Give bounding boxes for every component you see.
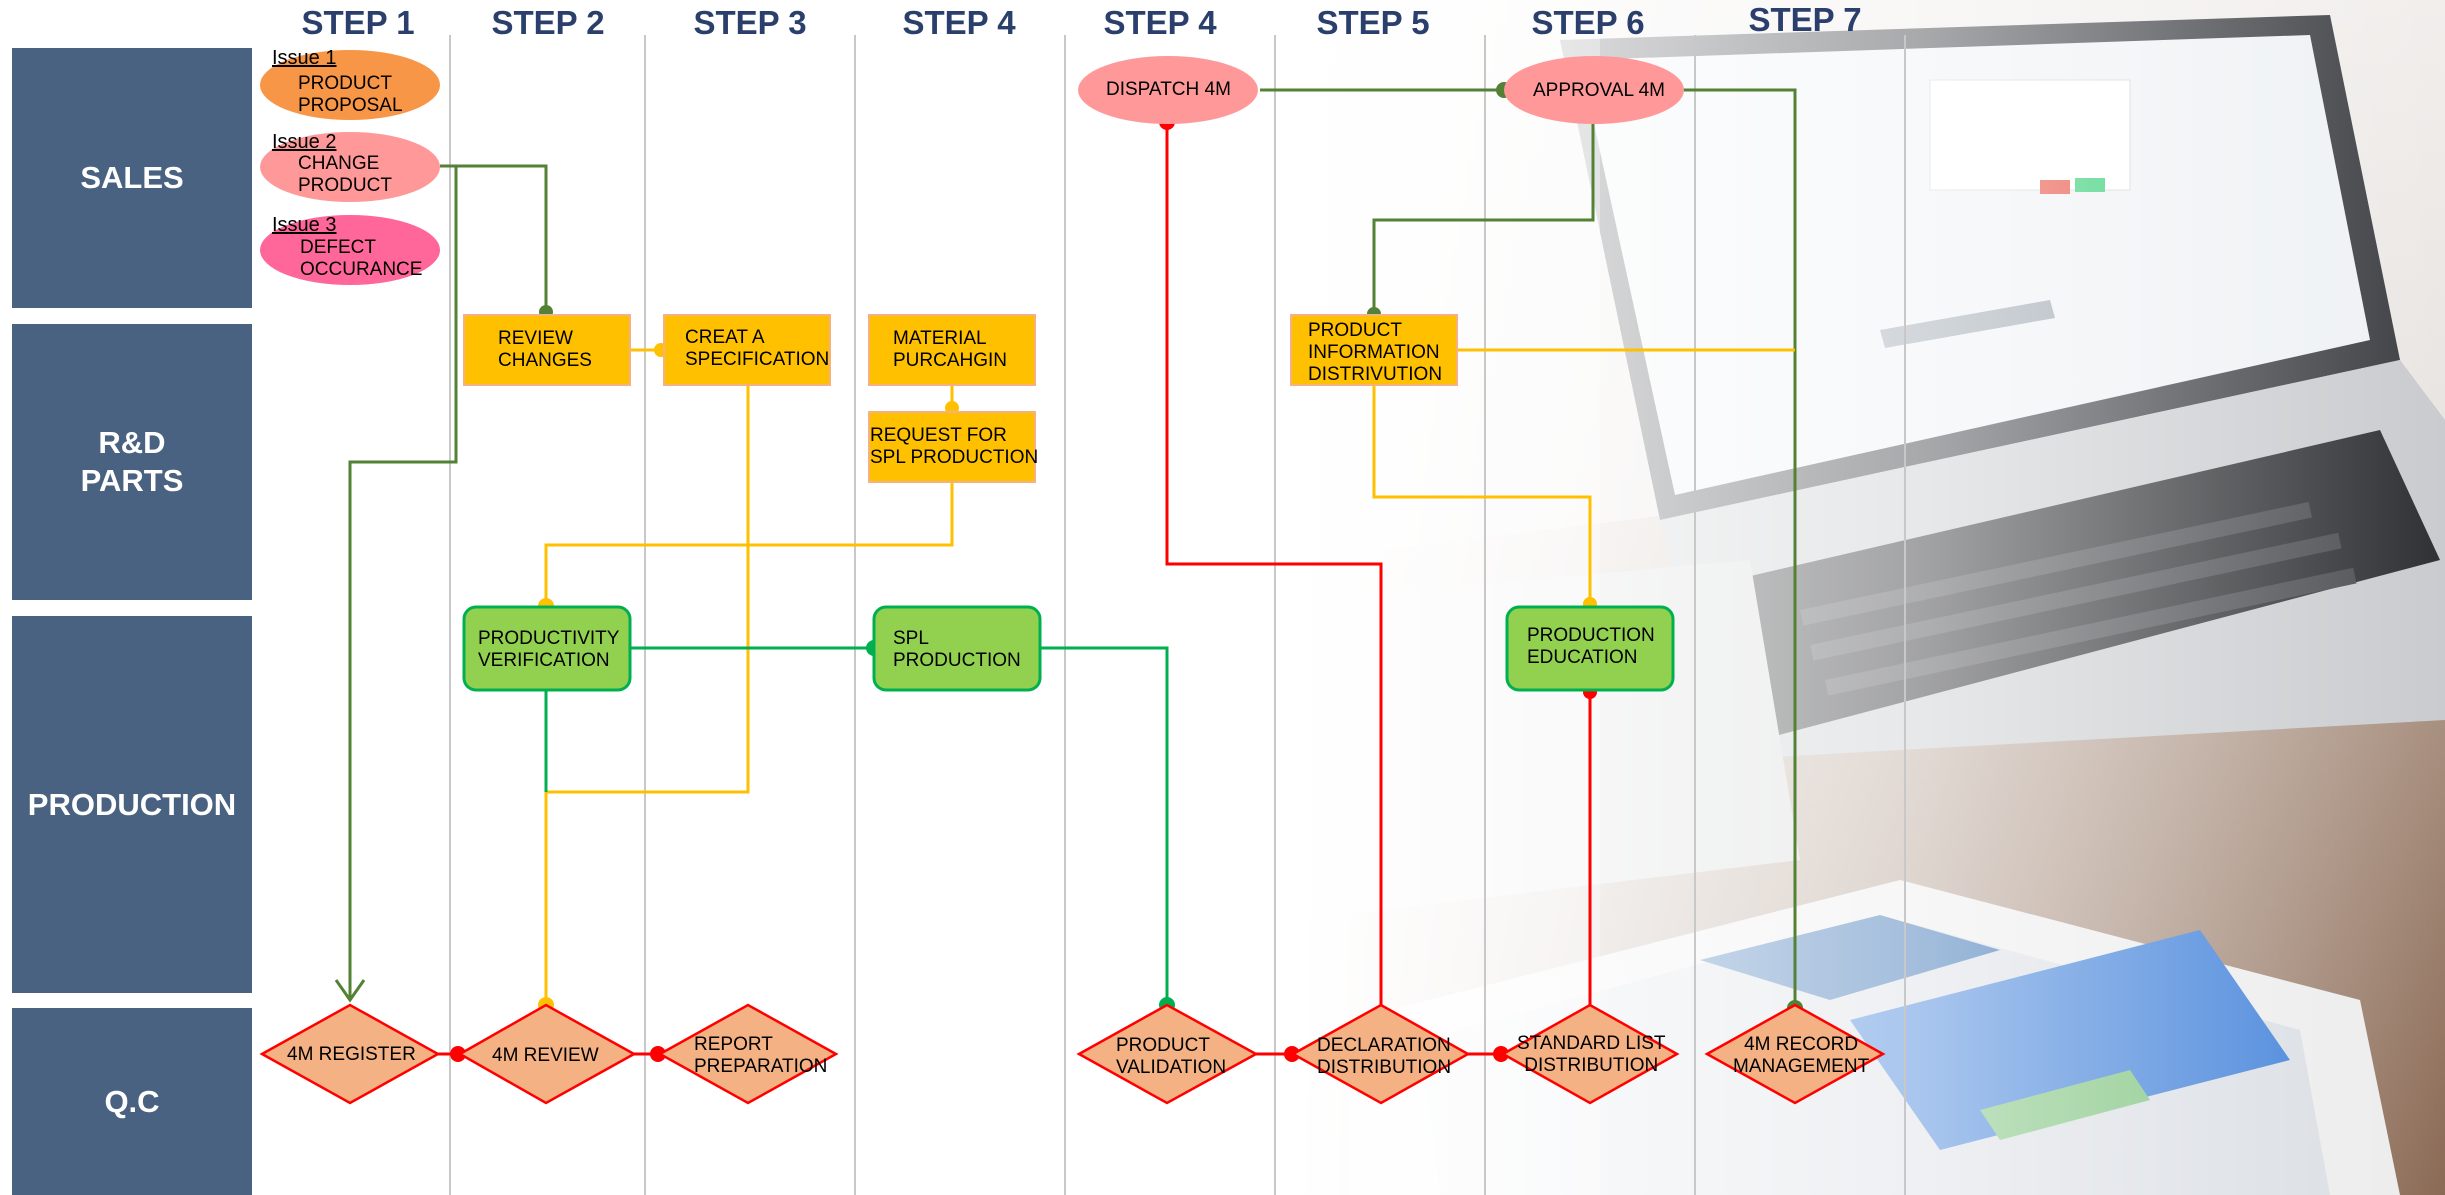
connector-spec-to-review4m xyxy=(546,385,750,794)
step-header: STEP 5 xyxy=(1316,4,1430,41)
issue-3-label: DEFECT OCCURANCE xyxy=(300,237,423,280)
creat-spec-box xyxy=(663,314,831,386)
review-changes-label: REVIEW CHANGES xyxy=(498,328,592,371)
production-education-box xyxy=(1505,605,1675,692)
dispatch-4m-ellipse xyxy=(1078,56,1258,124)
step-header: STEP 6 xyxy=(1531,4,1645,41)
connector-approval-to-info xyxy=(1372,124,1595,314)
product-info-label: PRODUCT INFORMATION DISTRIVUTION xyxy=(1308,320,1443,385)
material-box xyxy=(868,314,1036,386)
spl-production-label: SPL PRODUCTION xyxy=(893,628,1021,671)
step-header: STEP 4 xyxy=(1103,4,1217,41)
issue-1-ellipse xyxy=(260,50,440,120)
spl-production-box xyxy=(872,605,1042,692)
record-mgmt-label: 4M RECORD MANAGEMENT xyxy=(1733,1034,1870,1077)
productivity-box xyxy=(462,605,632,692)
issue-2-ellipse xyxy=(260,132,440,202)
step-header: STEP 1 xyxy=(301,4,415,41)
step-header: STEP 7 xyxy=(1748,1,1862,38)
register-4m-diamond xyxy=(259,1003,441,1105)
declaration-diamond xyxy=(1290,1003,1471,1105)
issue-2-tag: Issue 2 xyxy=(272,131,337,153)
connector-dots xyxy=(450,82,1803,1062)
connector-info-to-education xyxy=(1372,385,1592,606)
connector-spl-to-validation xyxy=(1040,646,1169,1005)
lane-qc: Q.C xyxy=(12,1008,252,1195)
review-changes-box xyxy=(463,314,631,386)
step-header: STEP 2 xyxy=(491,4,605,41)
approval-4m-label: APPROVAL 4M xyxy=(1533,80,1665,101)
arrowhead xyxy=(334,979,366,1003)
register-4m-label: 4M REGISTER xyxy=(287,1044,416,1065)
step-header: STEP 4 xyxy=(902,4,1016,41)
review-4m-diamond xyxy=(457,1003,637,1105)
connector-change-to-register xyxy=(348,164,458,998)
report-prep-label: REPORT PREPARATION xyxy=(694,1034,828,1077)
request-spl-box xyxy=(868,411,1036,483)
issue-3-tag: Issue 3 xyxy=(272,214,337,236)
standard-list-diamond xyxy=(1500,1003,1680,1105)
issue-2-label: CHANGE PRODUCT xyxy=(298,153,392,196)
approval-4m-ellipse xyxy=(1504,56,1684,124)
review-4m-label: 4M REVIEW xyxy=(492,1045,599,1066)
productivity-label: PRODUCTIVITY VERIFICATION xyxy=(478,628,620,671)
validation-label: PRODUCT VALIDATION xyxy=(1116,1035,1227,1078)
dispatch-4m-label: DISPATCH 4M xyxy=(1106,79,1231,100)
report-prep-diamond xyxy=(657,1003,839,1105)
material-label: MATERIAL PURCAHGIN xyxy=(893,328,1008,371)
product-info-box xyxy=(1290,314,1458,386)
lane-sales: SALES xyxy=(12,48,252,308)
connector-approval-to-record xyxy=(1683,88,1797,1008)
connector-request-to-productivity xyxy=(544,482,954,606)
validation-diamond xyxy=(1076,1003,1259,1105)
creat-spec-label: CREAT A SPECIFICATION xyxy=(685,327,830,370)
issue-1-label: PRODUCT PROPOSAL xyxy=(298,73,403,116)
standard-list-label: STANDARD LIST DISTRIBUTION xyxy=(1517,1033,1666,1076)
lane-rnd-parts: R&D PARTS xyxy=(12,324,252,600)
issue-1-tag: Issue 1 xyxy=(272,47,337,69)
connector-change-to-review xyxy=(440,164,548,312)
step-header: STEP 3 xyxy=(693,4,807,41)
connector-dispatch-to-declaration xyxy=(1165,122,1383,1008)
production-education-label: PRODUCTION EDUCATION xyxy=(1527,625,1655,668)
declaration-label: DECLARATION DISTRIBUTION xyxy=(1317,1035,1452,1078)
lane-production: PRODUCTION xyxy=(12,616,252,993)
issue-3-ellipse xyxy=(260,215,440,285)
record-mgmt-diamond xyxy=(1704,1003,1886,1105)
request-spl-label: REQUEST FOR SPL PRODUCTION xyxy=(870,425,1039,468)
column-dividers xyxy=(449,35,1906,1195)
